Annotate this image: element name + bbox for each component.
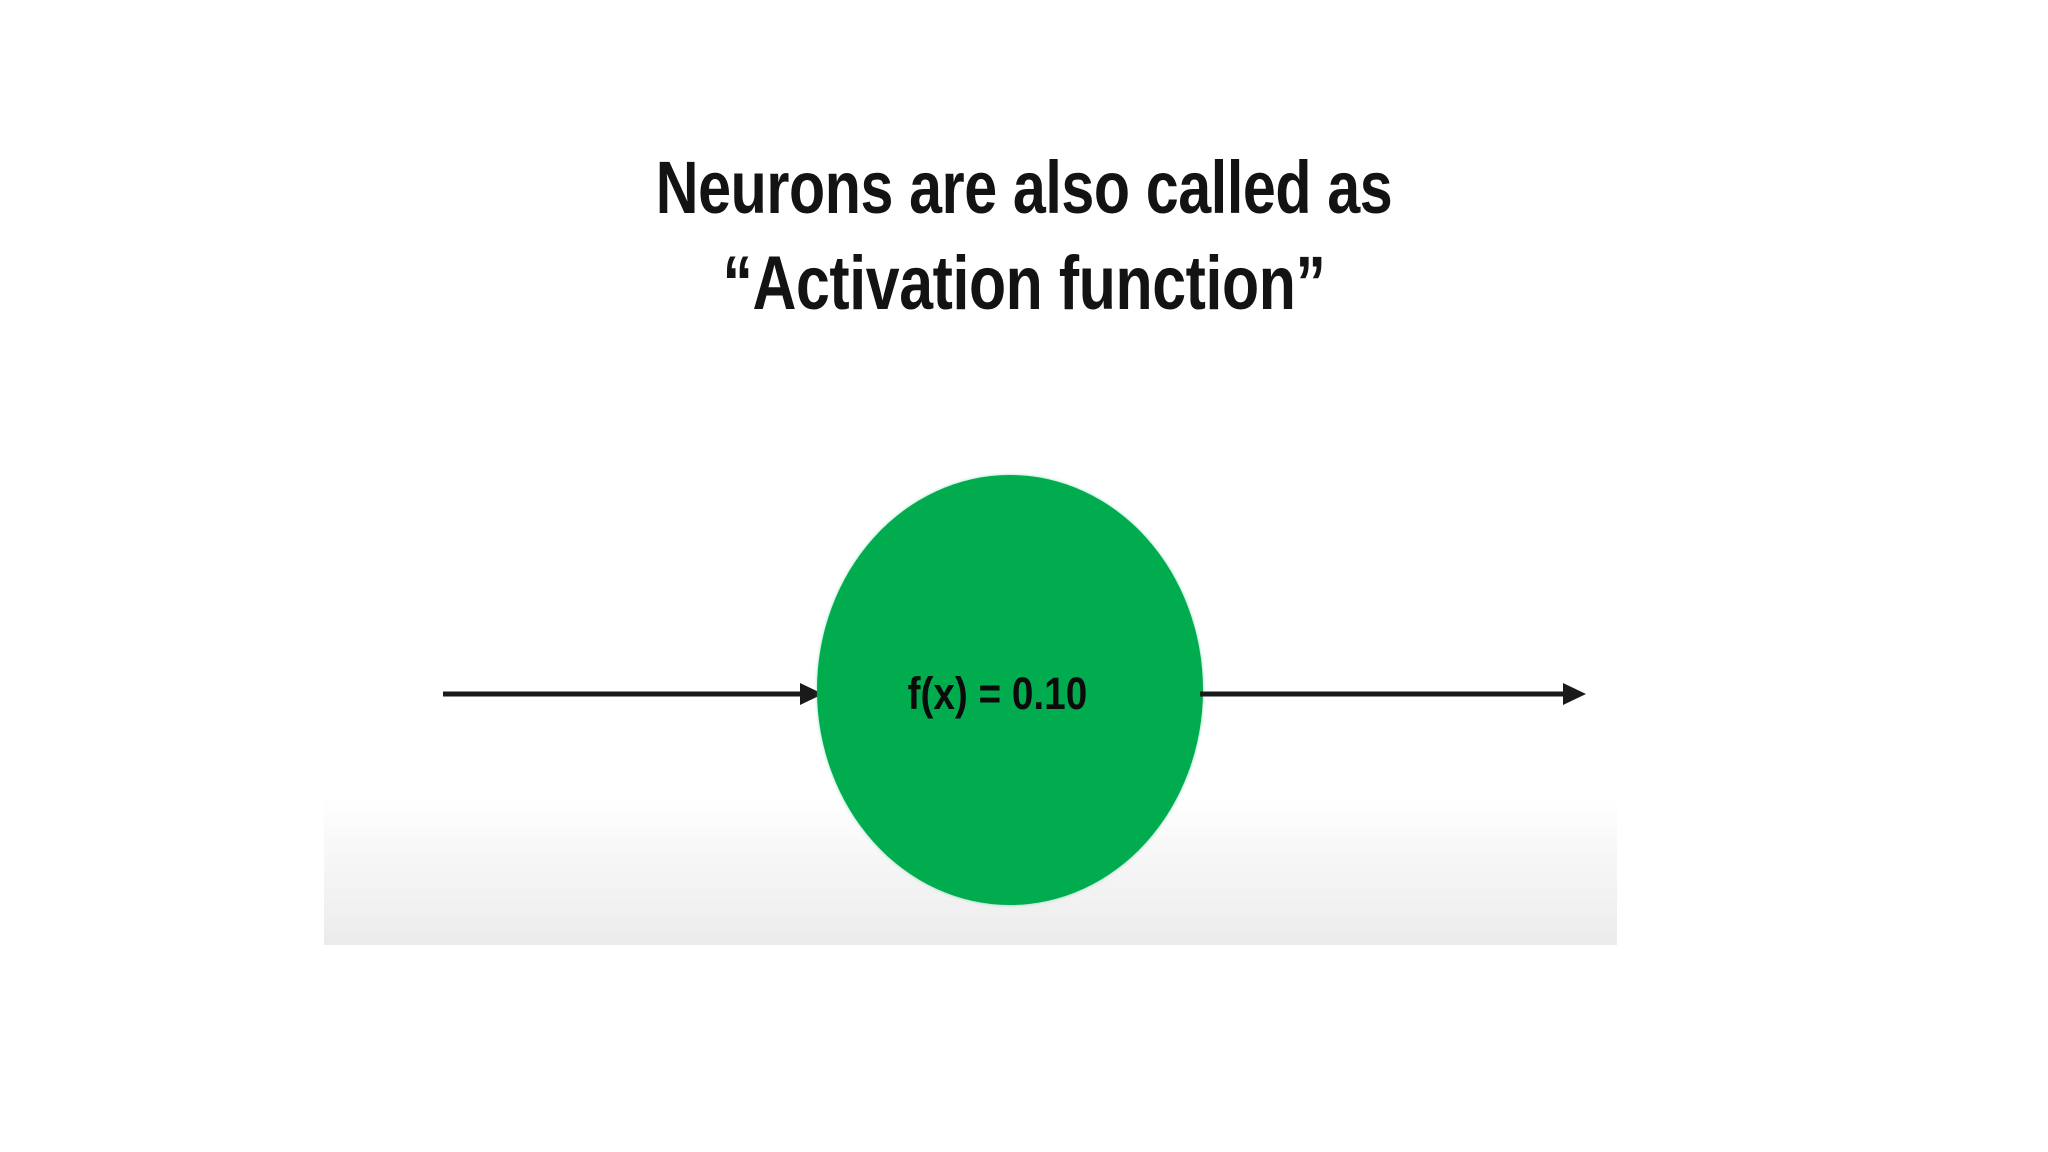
input-arrow-icon	[443, 683, 823, 705]
input-arrow	[440, 674, 825, 714]
output-arrow-icon	[1200, 683, 1586, 705]
neuron-ellipse: f(x) = 0.10	[817, 475, 1203, 905]
neuron-output-value: f(x) = 0.10	[907, 668, 1087, 719]
neuron-label-wrapper: f(x) = 0.10	[817, 475, 1203, 905]
slide-title: Neurons are also called as “Activation f…	[0, 140, 2048, 332]
title-line-1: Neurons are also called as	[655, 146, 1393, 229]
title-line-2: “Activation function”	[722, 241, 1326, 326]
output-arrow	[1198, 674, 1588, 714]
